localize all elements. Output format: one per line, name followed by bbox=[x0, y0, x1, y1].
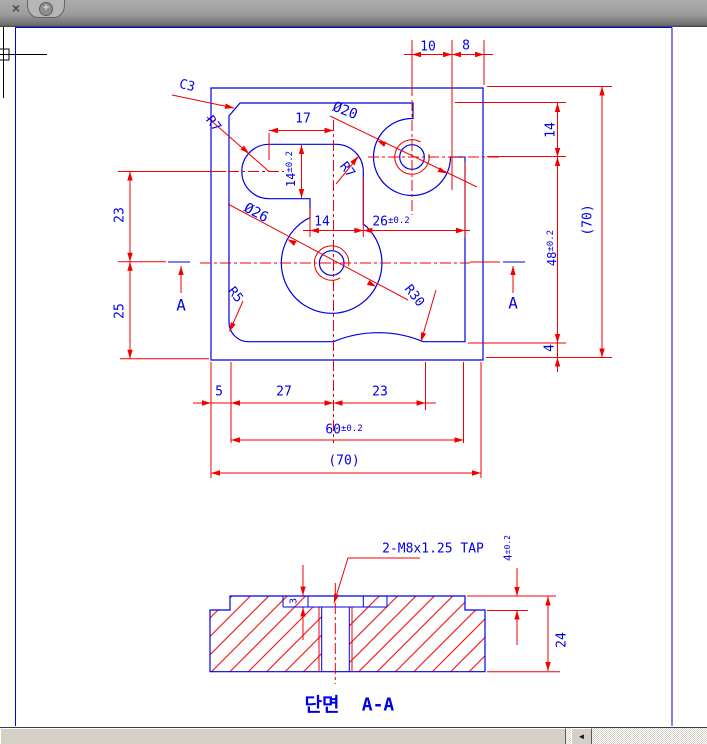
dim-5: 5 bbox=[215, 385, 223, 400]
scroll-left-button[interactable]: ◄ bbox=[571, 728, 592, 744]
radius-r30-label: R30 bbox=[401, 282, 427, 310]
section-view-geometry bbox=[209, 595, 486, 673]
radius-r7-upper-label: R7 bbox=[202, 113, 223, 135]
dim-17: 17 bbox=[295, 112, 311, 127]
section-thread-lines bbox=[318, 607, 353, 672]
section-dimension-lines bbox=[302, 557, 560, 673]
section-mark-a-left: A bbox=[176, 296, 186, 315]
leader-lines bbox=[171, 94, 478, 342]
dim-24-section: 24 bbox=[555, 632, 570, 648]
centerlines bbox=[200, 100, 500, 443]
dim-4-section: 4±0.2 bbox=[502, 535, 515, 561]
dim-14-right: 14 bbox=[544, 122, 559, 138]
boss-outline bbox=[228, 102, 466, 343]
slot-pocket-outline bbox=[241, 143, 383, 314]
dim-10: 10 bbox=[420, 40, 436, 55]
plus-icon: + bbox=[39, 2, 53, 16]
new-tab-button[interactable]: + bbox=[27, 0, 65, 18]
close-icon[interactable]: × bbox=[11, 0, 21, 16]
dim-60: 60±0.2 bbox=[325, 423, 362, 438]
part-outer-outline bbox=[210, 87, 484, 361]
dim-3-section: 3 bbox=[289, 598, 300, 604]
crosshair-cursor bbox=[0, 27, 47, 98]
dia-26-label: Ø26 bbox=[241, 200, 271, 226]
sheet-border bbox=[15, 27, 673, 726]
thread-arc-upper bbox=[394, 139, 430, 175]
dim-23-left: 23 bbox=[113, 207, 128, 223]
hatch-right bbox=[349, 596, 485, 672]
section-tap-hole bbox=[321, 607, 350, 672]
dim-8: 8 bbox=[462, 39, 470, 54]
dim-70-bottom: (70) bbox=[328, 454, 359, 469]
hatch-left bbox=[210, 596, 322, 672]
section-pocket-lines bbox=[282, 596, 388, 608]
dim-48: 48±0.2 bbox=[545, 230, 559, 266]
thread-arc-center bbox=[314, 245, 350, 281]
dim-channel-14: 14 bbox=[314, 215, 330, 230]
section-title-kr: 단면 bbox=[305, 694, 340, 716]
dim-25-left: 25 bbox=[113, 303, 128, 319]
section-title-aa: A-A bbox=[362, 695, 395, 716]
horizontal-scrollbar-track[interactable]: ◄ bbox=[0, 727, 707, 744]
plan-view-geometry bbox=[168, 87, 525, 361]
dimension-lines bbox=[118, 40, 612, 478]
section-outline bbox=[209, 595, 486, 673]
section-mark-a-right: A bbox=[508, 294, 518, 313]
dim-23-bottom: 23 bbox=[372, 385, 388, 400]
dim-4-right: 4 bbox=[543, 344, 558, 352]
dim-slot-14: 14±0.2 bbox=[284, 151, 298, 187]
scrollbar-thumb[interactable] bbox=[0, 728, 566, 744]
titlebar: × + bbox=[0, 0, 707, 27]
tap-note: 2-M8x1.25 TAP bbox=[382, 542, 484, 557]
dim-70-right: (70) bbox=[581, 204, 596, 235]
chamfer-c3-label: C3 bbox=[178, 77, 197, 95]
dimension-arrowheads bbox=[127, 51, 605, 671]
dim-26: 26±0.2 bbox=[372, 215, 409, 230]
dim-27: 27 bbox=[276, 385, 292, 400]
